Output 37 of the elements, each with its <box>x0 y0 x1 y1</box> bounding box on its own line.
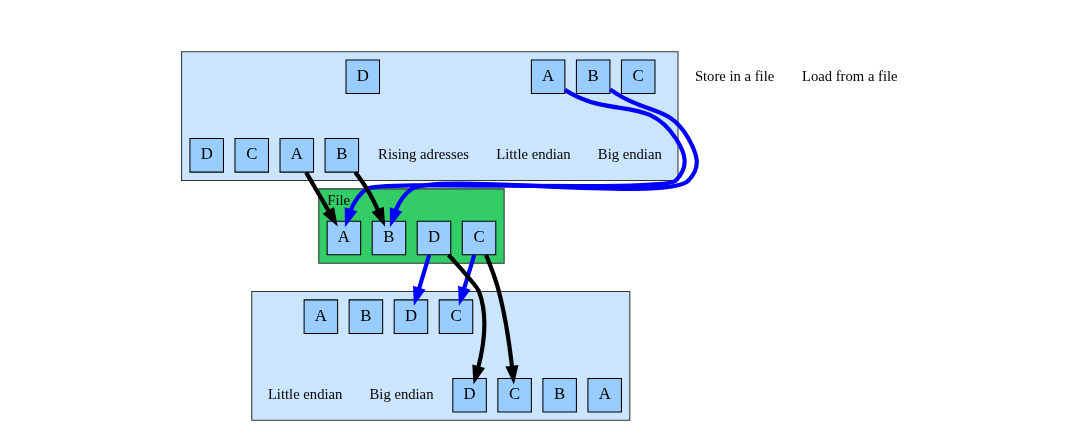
node-box: A <box>326 220 362 256</box>
node-box: C <box>461 220 497 256</box>
arrow <box>344 88 687 228</box>
cluster <box>181 51 679 181</box>
node-box: D <box>393 299 429 334</box>
arrow <box>446 253 487 385</box>
node-box: B <box>324 138 360 173</box>
node-box: B <box>575 59 611 95</box>
label: Load from a file <box>801 67 898 84</box>
label: Big endian <box>597 146 662 163</box>
arrow <box>304 171 338 227</box>
node-box: A <box>530 59 566 95</box>
arrow <box>389 87 699 228</box>
node-box: D <box>345 59 381 95</box>
node-box: C <box>497 377 532 413</box>
label: Little endian <box>267 386 343 403</box>
node-box: C <box>234 138 270 173</box>
node-box: C <box>438 299 474 334</box>
node-box: D <box>452 377 487 413</box>
cluster <box>251 291 631 421</box>
node-box: B <box>348 299 384 334</box>
node-box: B <box>542 377 577 413</box>
node-box: D <box>416 220 452 256</box>
label: Store in a file <box>694 67 775 84</box>
node-box: D <box>189 138 224 173</box>
label: Little endian <box>496 146 571 163</box>
arrow <box>484 254 519 385</box>
label: Big endian <box>369 386 434 403</box>
arrow <box>413 254 432 306</box>
arrow <box>458 254 477 306</box>
node-box: B <box>371 220 407 256</box>
node-box: A <box>303 299 339 334</box>
arrow <box>353 171 386 227</box>
node-box: A <box>587 377 622 413</box>
node-box: A <box>279 138 315 173</box>
label: Rising adresses <box>378 146 469 163</box>
node-box: C <box>620 59 656 95</box>
